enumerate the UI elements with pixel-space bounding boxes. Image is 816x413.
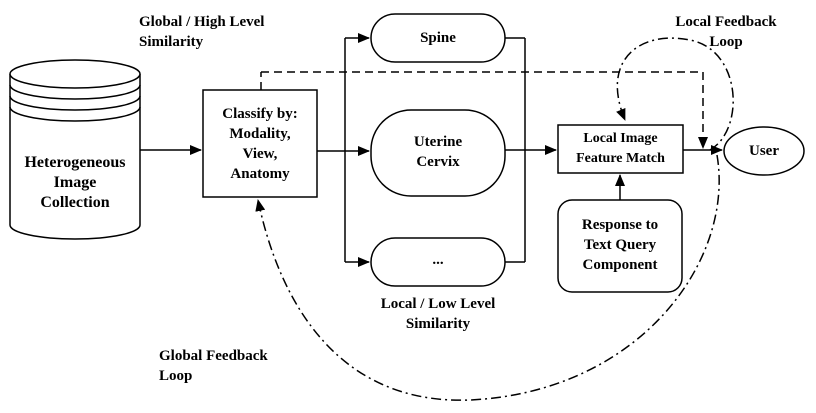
- solid-connectors: [140, 33, 723, 267]
- collection-label: Heterogeneous Image Collection: [24, 154, 126, 211]
- user-ellipse: [723, 126, 805, 176]
- classify-label: Classify by: Modality, View, Anatomy: [222, 106, 298, 182]
- ellipsis-label: ...: [432, 252, 444, 268]
- text-query-label: Response to Text Query Component: [581, 217, 659, 273]
- user-label: User: [749, 143, 779, 159]
- local-similarity-label: Local / Low Level Similarity: [380, 296, 496, 332]
- feature-match-label: Local Image Feature Match: [576, 131, 665, 166]
- local-feedback-loop: [616, 37, 734, 151]
- dashed-bypass-connector: [260, 71, 708, 149]
- cervix-label: Uterine Cervix: [413, 134, 463, 170]
- image-collection-cylinder: [9, 59, 141, 240]
- feature-match-box: [557, 124, 684, 174]
- cervix-pill: [370, 109, 506, 197]
- classify-box: [202, 89, 318, 198]
- global-similarity-label: Global / High Level Similarity: [139, 14, 265, 50]
- spine-label: Spine: [420, 30, 456, 46]
- global-feedback-loop: [255, 154, 720, 401]
- local-feedback-label: Local Feedback Loop: [675, 14, 777, 50]
- global-feedback-label: Global Feedback Loop: [159, 348, 268, 384]
